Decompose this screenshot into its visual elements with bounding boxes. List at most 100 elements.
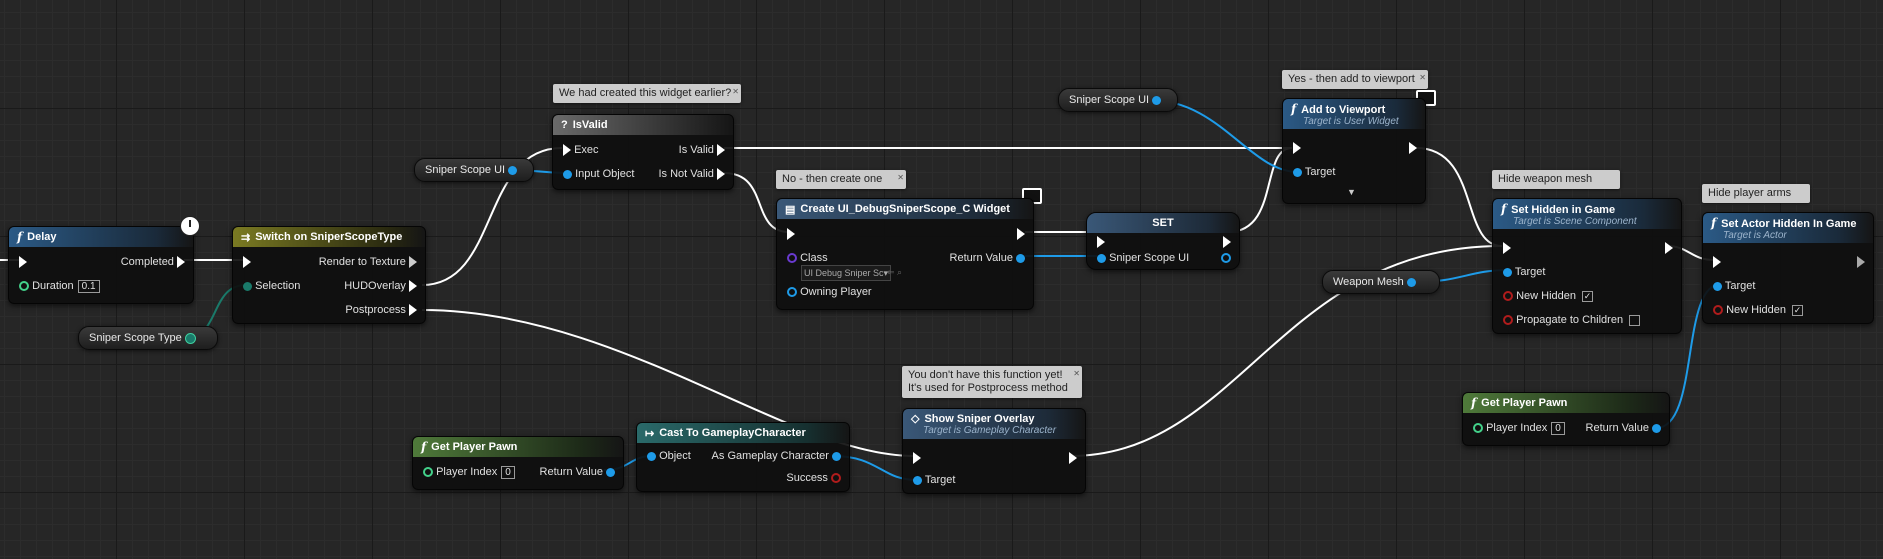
exec-in-pin[interactable] <box>1713 255 1721 269</box>
comment-text: You don't have this function yet! <box>908 369 1063 381</box>
exec-in-pin[interactable] <box>243 255 251 269</box>
create-widget-node[interactable]: ▤Create UI_DebugSniperScope_C Widget Cla… <box>776 198 1034 310</box>
exec-out-pin[interactable] <box>1857 255 1865 269</box>
as-gameplay-character-pin[interactable]: As Gameplay Character <box>712 449 841 463</box>
new-hidden-checkbox[interactable]: ✓ <box>1791 304 1803 316</box>
show-overlay-title: Show Sniper Overlay <box>924 413 1035 425</box>
target-pin[interactable]: Target <box>913 473 955 487</box>
sniper-scope-type-variable[interactable]: Sniper Scope Type <box>78 326 218 350</box>
duration-value[interactable]: 0.1 <box>77 280 100 293</box>
exec-out-pin[interactable] <box>1017 227 1025 241</box>
exec-in-pin[interactable] <box>1293 141 1301 155</box>
question-icon: ? <box>561 119 568 131</box>
comment-hide-arms[interactable]: Hide player arms <box>1702 184 1810 203</box>
switch-icon: ⇉ <box>241 231 251 244</box>
comment-widget-earlier[interactable]: We had created this widget earlier?✕ <box>553 84 741 103</box>
comment-hide-weapon[interactable]: Hide weapon mesh <box>1492 170 1620 189</box>
class-value: UI Debug Sniper Sc▾ <box>804 268 889 278</box>
exec-in-pin[interactable] <box>1097 235 1105 249</box>
comment-add-viewport[interactable]: Yes - then add to viewport✕ <box>1282 70 1428 89</box>
completed-pin[interactable]: Completed <box>121 255 185 269</box>
object-pin[interactable] <box>1152 95 1162 105</box>
sniper-scope-ui-variable[interactable]: Sniper Scope UI <box>414 158 534 182</box>
exec-wire <box>1069 245 1503 457</box>
input-object-pin[interactable]: Input Object <box>563 167 634 181</box>
exec-out-pin[interactable] <box>1069 451 1077 465</box>
postprocess-label: Postprocess <box>345 304 406 316</box>
show-overlay-subtitle: Target is Gameplay Character <box>923 425 1057 436</box>
object-pin[interactable] <box>508 165 518 175</box>
player-index-value[interactable]: 0 <box>501 466 515 479</box>
new-hidden-checkbox[interactable]: ✓ <box>1581 290 1593 302</box>
exec-in-pin[interactable] <box>913 451 921 465</box>
output-pin[interactable] <box>1221 251 1231 265</box>
object-pin[interactable]: Object <box>647 449 691 463</box>
exec-pin[interactable]: Exec <box>563 143 599 157</box>
exec-out-pin[interactable] <box>1665 241 1673 255</box>
comment-create-one[interactable]: No - then create one✕ <box>776 170 906 189</box>
cast-title: Cast To GameplayCharacter <box>659 427 806 439</box>
close-icon[interactable]: ✕ <box>1419 73 1426 82</box>
class-label: Class <box>800 252 828 264</box>
switch-header: ⇉Switch on SniperScopeType <box>233 227 425 247</box>
new-hidden-pin[interactable]: New Hidden✓ <box>1713 303 1803 317</box>
exec-in-pin[interactable] <box>19 255 27 269</box>
sniper-scope-ui-variable[interactable]: Sniper Scope UI <box>1058 88 1178 112</box>
expand-arrow-icon[interactable]: ▼ <box>1347 187 1356 197</box>
postprocess-pin[interactable]: Postprocess <box>345 303 417 317</box>
return-value-pin[interactable]: Return Value <box>950 251 1025 265</box>
object-pin[interactable] <box>1406 277 1416 287</box>
hudoverlay-pin[interactable]: HUDOverlay <box>344 279 417 293</box>
enum-pin[interactable] <box>184 332 196 344</box>
exec-out-pin[interactable] <box>1409 141 1417 155</box>
target-pin[interactable]: Target <box>1293 165 1335 179</box>
player-index-value[interactable]: 0 <box>1551 422 1565 435</box>
new-hidden-pin[interactable]: New Hidden✓ <box>1503 289 1593 303</box>
sniper-scope-ui-pin[interactable]: Sniper Scope UI <box>1097 251 1189 265</box>
selection-pin[interactable]: Selection <box>243 279 300 293</box>
render-to-texture-pin[interactable]: Render to Texture <box>319 255 417 269</box>
cast-header: ↦Cast To GameplayCharacter <box>637 423 849 443</box>
create-widget-header: ▤Create UI_DebugSniperScope_C Widget <box>777 199 1033 219</box>
set-node[interactable]: SET Sniper Scope UI <box>1086 212 1240 270</box>
close-icon[interactable]: ✕ <box>732 87 739 96</box>
target-pin[interactable]: Target <box>1713 279 1755 293</box>
cast-node[interactable]: ↦Cast To GameplayCharacter Object As Gam… <box>636 422 850 492</box>
exec-in-pin[interactable] <box>787 227 795 241</box>
target-pin[interactable]: Target <box>1503 265 1545 279</box>
exec-in-pin[interactable] <box>1503 241 1511 255</box>
class-pin[interactable]: Class <box>787 251 828 265</box>
success-pin[interactable]: Success <box>786 471 841 485</box>
switch-node[interactable]: ⇉Switch on SniperScopeType Selection Ren… <box>232 226 426 324</box>
exec-wire <box>421 147 563 286</box>
return-value-pin[interactable]: Return Value <box>540 465 615 479</box>
comment-no-function[interactable]: You don't have this function yet!It's us… <box>902 366 1082 398</box>
weapon-mesh-variable[interactable]: Weapon Mesh <box>1322 270 1440 294</box>
owning-player-pin[interactable]: Owning Player <box>787 285 872 299</box>
is-not-valid-pin[interactable]: Is Not Valid <box>659 167 725 181</box>
isvalid-node[interactable]: ?IsValid Exec Input Object Is Valid Is N… <box>552 114 734 190</box>
close-icon[interactable]: ✕ <box>1073 369 1080 378</box>
close-icon[interactable]: ✕ <box>897 173 904 182</box>
class-dropdown[interactable]: UI Debug Sniper Sc▾ <box>801 265 892 281</box>
browse-icon[interactable]: ⇐ ⌕ <box>887 267 903 277</box>
propagate-checkbox[interactable] <box>1629 314 1641 326</box>
player-index-label: Player Index <box>1486 422 1548 434</box>
player-index-label: Player Index <box>436 466 498 478</box>
propagate-pin[interactable]: Propagate to Children <box>1503 313 1641 327</box>
comment-text: Hide player arms <box>1708 187 1792 199</box>
exec-out-pin[interactable] <box>1223 235 1231 249</box>
return-value-pin[interactable]: Return Value <box>1586 421 1661 435</box>
owning-player-label: Owning Player <box>800 286 872 298</box>
is-valid-pin[interactable]: Is Valid <box>679 143 725 157</box>
